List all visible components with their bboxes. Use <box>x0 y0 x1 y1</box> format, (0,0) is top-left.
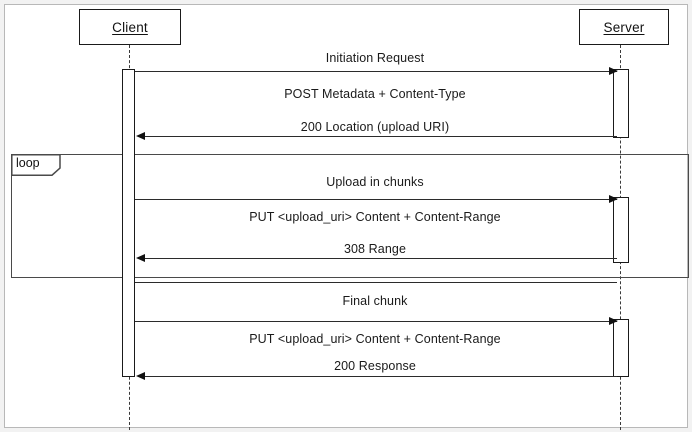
lifeline-name-client: Client <box>112 19 148 35</box>
message-label-initiation-request: Initiation Request <box>325 51 425 65</box>
message-label-final-chunk: Final chunk <box>342 294 408 308</box>
message-line-308-range <box>143 258 617 259</box>
message-arrowhead-put-final <box>609 316 618 325</box>
message-line-200-response <box>143 376 617 377</box>
message-label-200-location: 200 Location (upload URI) <box>300 120 450 134</box>
loop-fragment-tab: loop <box>11 154 61 176</box>
activation-bar-server-chunk <box>613 197 629 263</box>
fragment-tab-shape <box>11 154 61 176</box>
activation-bar-server-initiation <box>613 69 629 138</box>
message-line-200-location <box>143 136 617 137</box>
diagram-frame: loop Initiation Request POST Metadata + … <box>4 4 689 430</box>
message-line-put-chunk <box>135 199 617 200</box>
message-label-308-range: 308 Range <box>343 242 407 256</box>
message-arrowhead-post-metadata <box>609 66 618 75</box>
message-label-put-chunk: PUT <upload_uri> Content + Content-Range <box>249 210 501 224</box>
message-line-put-final <box>135 321 617 322</box>
message-line-post-metadata <box>135 71 617 72</box>
activation-bar-client <box>122 69 135 377</box>
loop-fragment <box>11 154 689 278</box>
activation-bar-server-final <box>613 319 629 377</box>
lifeline-head-server[interactable]: Server <box>579 9 669 45</box>
message-arrowhead-200-response <box>136 371 145 380</box>
message-line-final-chunk-separator <box>135 282 617 283</box>
message-arrowhead-308-range <box>136 253 145 262</box>
message-label-post-metadata: POST Metadata + Content-Type <box>284 87 466 101</box>
lifeline-head-client[interactable]: Client <box>79 9 181 45</box>
message-arrowhead-200-location <box>136 131 145 140</box>
message-label-200-response: 200 Response <box>334 359 416 373</box>
message-label-upload-in-chunks: Upload in chunks <box>326 175 424 189</box>
lifeline-name-server: Server <box>603 19 645 35</box>
message-label-put-final: PUT <upload_uri> Content + Content-Range <box>249 332 501 346</box>
loop-fragment-label: loop <box>16 156 40 170</box>
message-arrowhead-put-chunk <box>609 194 618 203</box>
